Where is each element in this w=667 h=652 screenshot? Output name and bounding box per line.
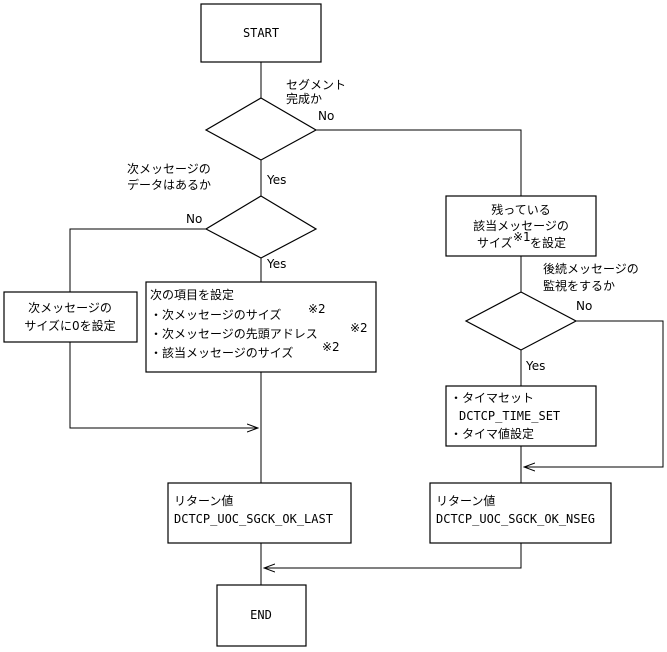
set-items-note-3: ※2 (322, 340, 340, 354)
zero-size-line-1: 次メッセージの (28, 301, 112, 315)
return-nseg-line-1: リターン値 (436, 493, 495, 508)
decision-segment-complete: セグメント 完成か No (204, 78, 346, 161)
decision-monitor-no: No (576, 299, 592, 313)
return-last-line-2: DCTCP_UOC_SGCK_OK_LAST (174, 512, 333, 526)
start-terminal: START (200, 3, 322, 63)
decision-monitor-yes: Yes (525, 359, 545, 373)
decision-segment-label-1: セグメント (286, 78, 346, 92)
start-label: START (243, 26, 279, 40)
return-last-process: リターン値 DCTCP_UOC_SGCK_OK_LAST (167, 482, 352, 544)
decision-next-message: 次メッセージの データはあるか Yes No Yes (127, 162, 318, 271)
decision-next-label-2: データはあるか (127, 177, 211, 192)
decision-segment-yes: Yes (266, 173, 286, 187)
decision-monitor-label-1: 後続メッセージの (543, 262, 639, 276)
remaining-line-3a: サイズ (477, 235, 513, 250)
timer-line-1: ・タイマセット (450, 391, 534, 405)
return-nseg-line-2: DCTCP_UOC_SGCK_OK_NSEG (436, 512, 595, 526)
decision-segment-no: No (318, 109, 334, 123)
remaining-size-process: 残っている 該当メッセージの サイズ ※1 を設定 (445, 195, 597, 257)
set-items-process: 次の項目を設定 ・次メッセージのサイズ ※2 ・次メッセージの先頭アドレス ※2… (145, 281, 377, 373)
set-items-line-1: ・次メッセージのサイズ (150, 307, 281, 322)
return-nseg-process: リターン値 DCTCP_UOC_SGCK_OK_NSEG (429, 482, 612, 544)
set-items-line-3: ・該当メッセージのサイズ (150, 345, 293, 360)
decision-next-yes: Yes (266, 257, 286, 271)
zero-size-process: 次メッセージの サイズに0を設定 (3, 291, 138, 343)
end-terminal: END (216, 584, 307, 647)
set-items-title: 次の項目を設定 (150, 287, 234, 302)
timer-line-3: ・タイマ値設定 (450, 426, 534, 441)
decision-next-no: No (186, 212, 202, 226)
end-label: END (250, 608, 272, 622)
decision-next-label-1: 次メッセージの (127, 162, 211, 176)
set-items-line-2: ・次メッセージの先頭アドレス (150, 327, 318, 341)
decision-monitor: 後続メッセージの 監視をするか No Yes (464, 262, 639, 373)
remaining-line-2: 該当メッセージの (473, 218, 569, 233)
decision-segment-label-2: 完成か (286, 91, 322, 106)
remaining-note-1: ※1 (513, 230, 531, 244)
return-last-line-1: リターン値 (174, 493, 233, 508)
remaining-line-3b: を設定 (530, 235, 566, 250)
timer-process: ・タイマセット DCTCP_TIME_SET ・タイマ値設定 (445, 385, 597, 447)
remaining-line-1: 残っている (491, 203, 550, 217)
decision-monitor-label-2: 監視をするか (543, 278, 615, 293)
set-items-note-1: ※2 (308, 302, 326, 316)
set-items-note-2: ※2 (350, 321, 368, 335)
zero-size-line-2: サイズに0を設定 (24, 318, 115, 333)
timer-line-2: DCTCP_TIME_SET (459, 409, 560, 423)
connector-lines (69, 62, 664, 585)
